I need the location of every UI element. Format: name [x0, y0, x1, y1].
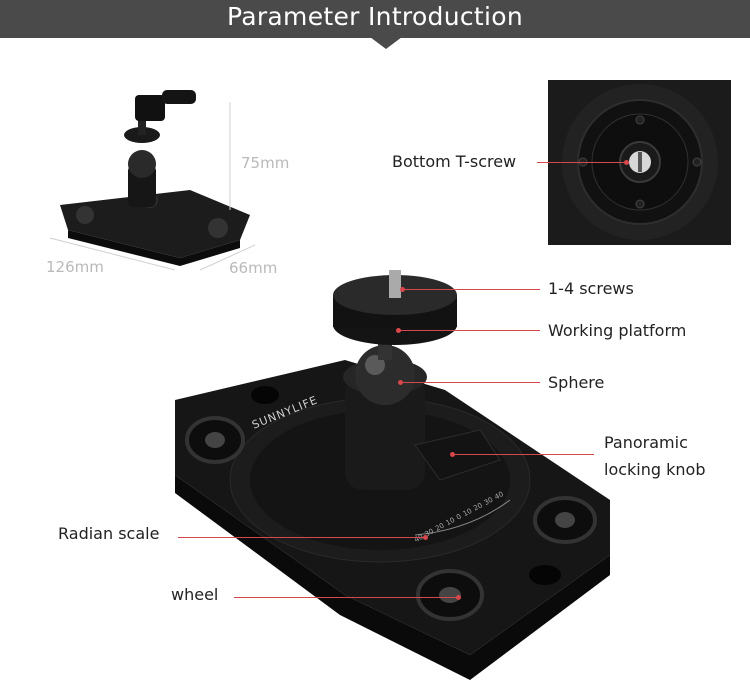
wheel-label: wheel [171, 585, 219, 604]
sphere-label: Sphere [548, 373, 605, 392]
bottom-t-screw-label: Bottom T-screw [392, 152, 517, 171]
radian-scale-leader [178, 535, 428, 540]
panoramic-knob-label-line1: Panoramic [604, 433, 688, 452]
main-product-photo [175, 270, 610, 680]
panoramic-knob-label-line2: locking knob [604, 460, 706, 479]
working-platform-label: Working platform [548, 321, 687, 340]
product-thumbnail [49, 90, 256, 271]
title-banner [0, 0, 750, 38]
length-dimension: 126mm [46, 258, 104, 276]
bottom-view-photo [548, 80, 731, 245]
wheel-leader [234, 595, 461, 600]
page-title: Parameter Introduction [226, 2, 523, 31]
screws-label: 1-4 screws [548, 279, 634, 298]
radian-scale-label: Radian scale [58, 524, 160, 543]
bottom-t-screw-leader [537, 160, 629, 165]
banner-pointer [370, 37, 402, 49]
width-dimension: 66mm [229, 259, 278, 277]
sphere-leader [398, 380, 540, 385]
working-platform-leader [396, 328, 540, 333]
screws-leader [400, 287, 540, 292]
panoramic-knob-leader [450, 452, 594, 457]
height-dimension: 75mm [241, 154, 290, 172]
